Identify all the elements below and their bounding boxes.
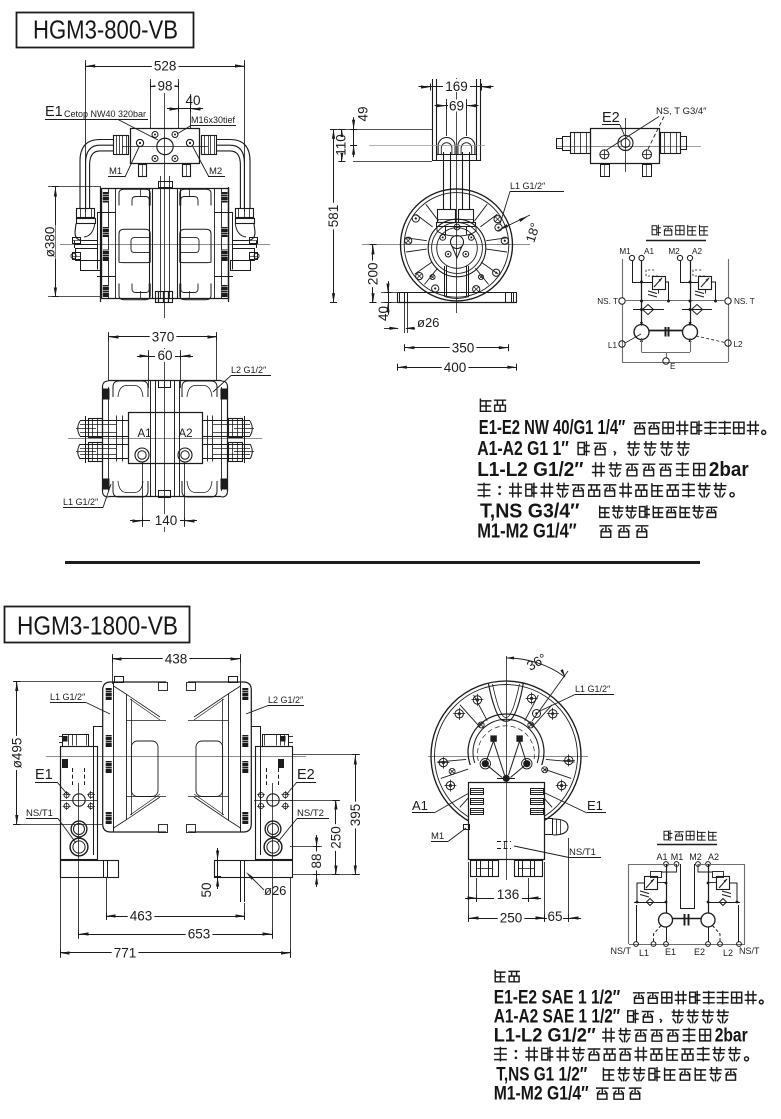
- svg-text:HGM3-1800-VB: HGM3-1800-VB: [17, 611, 178, 641]
- svg-text:NS/T1: NS/T1: [569, 847, 596, 858]
- svg-text:110: 110: [334, 134, 349, 156]
- svg-text:A1: A1: [656, 852, 667, 862]
- svg-text:140: 140: [155, 513, 178, 528]
- svg-text:E2: E2: [602, 110, 620, 126]
- svg-text:NS. T: NS. T: [734, 297, 755, 306]
- svg-text:463: 463: [130, 909, 153, 924]
- svg-text:581: 581: [326, 205, 341, 228]
- svg-text:2bar: 2bar: [715, 1025, 748, 1046]
- svg-text:Cetop NW40 320bar: Cetop NW40 320bar: [64, 109, 146, 119]
- svg-text:350: 350: [452, 340, 475, 355]
- svg-text:A2: A2: [178, 428, 192, 440]
- svg-text:HGM3-800-VB: HGM3-800-VB: [33, 15, 178, 45]
- svg-text:771: 771: [114, 946, 137, 961]
- svg-text:L2 G1/2″: L2 G1/2″: [231, 365, 267, 375]
- svg-text:A1: A1: [644, 247, 654, 256]
- svg-text:60: 60: [157, 348, 172, 363]
- svg-text:E1: E1: [665, 947, 676, 957]
- svg-text:528: 528: [154, 59, 177, 74]
- svg-text:40: 40: [185, 93, 200, 108]
- svg-text:L1: L1: [639, 948, 649, 958]
- svg-text:M1-M2 G1/4″: M1-M2 G1/4″: [477, 521, 577, 543]
- svg-text:E1-E2 NW 40/G1 1/4″: E1-E2 NW 40/G1 1/4″: [479, 417, 626, 439]
- svg-text:A1-A2 SAE 1 1/2″: A1-A2 SAE 1 1/2″: [494, 1006, 621, 1027]
- svg-text:L1 G1/2″: L1 G1/2″: [50, 692, 86, 702]
- svg-text:69: 69: [449, 99, 464, 114]
- svg-text:NS/T: NS/T: [610, 946, 631, 956]
- svg-text:T,NS G3/4″: T,NS G3/4″: [480, 501, 580, 523]
- svg-text:M16x30tief: M16x30tief: [191, 115, 236, 125]
- svg-text:40: 40: [376, 306, 391, 321]
- svg-text:L2 G1/2″: L2 G1/2″: [268, 695, 304, 705]
- svg-text:98: 98: [157, 79, 172, 94]
- svg-text:A2: A2: [692, 247, 702, 256]
- svg-text:A1: A1: [412, 798, 428, 813]
- svg-text:A1-A2 G1 1″: A1-A2 G1 1″: [477, 438, 569, 460]
- svg-text:136: 136: [497, 887, 520, 902]
- svg-text:L1-L2 G1/2″: L1-L2 G1/2″: [494, 1025, 596, 1046]
- svg-text:169: 169: [445, 79, 468, 94]
- svg-text:E1: E1: [35, 767, 53, 783]
- svg-text:18°: 18°: [523, 221, 543, 244]
- svg-text:A1: A1: [137, 428, 151, 440]
- svg-text:L2: L2: [734, 340, 744, 349]
- svg-text:395: 395: [348, 804, 363, 827]
- svg-text:200: 200: [366, 263, 381, 286]
- svg-text:ø380: ø380: [43, 227, 58, 258]
- svg-text:438: 438: [165, 652, 188, 667]
- svg-text:M1: M1: [671, 852, 684, 862]
- svg-text:NS/T1: NS/T1: [26, 808, 53, 819]
- svg-text:ø26: ø26: [264, 883, 286, 898]
- svg-text:250: 250: [500, 911, 523, 926]
- svg-text:50: 50: [199, 882, 214, 897]
- svg-text:E: E: [670, 362, 676, 371]
- svg-text:E1: E1: [45, 104, 63, 120]
- svg-text:L1 G1/2″: L1 G1/2″: [510, 181, 546, 191]
- svg-text:ø26: ø26: [417, 315, 439, 330]
- svg-text:653: 653: [188, 927, 211, 942]
- svg-text:NS. T: NS. T: [597, 297, 618, 306]
- svg-text:L1-L2 G1/2″: L1-L2 G1/2″: [477, 459, 584, 481]
- svg-text:L1 G1/2″: L1 G1/2″: [575, 684, 611, 694]
- svg-text:T,NS G1 1/2″: T,NS G1 1/2″: [496, 1064, 587, 1085]
- svg-text:2bar: 2bar: [709, 459, 749, 481]
- svg-text:370: 370: [152, 330, 175, 345]
- svg-text:88: 88: [309, 853, 324, 868]
- svg-text:NS/T2: NS/T2: [297, 808, 324, 819]
- svg-text:M1: M1: [619, 247, 631, 256]
- svg-text:E1: E1: [587, 798, 603, 813]
- svg-text:M1-M2 G1/4″: M1-M2 G1/4″: [494, 1083, 589, 1104]
- svg-text:400: 400: [444, 360, 467, 375]
- svg-text:E2: E2: [694, 947, 705, 957]
- svg-text:NS/T: NS/T: [739, 946, 760, 956]
- svg-text:L1: L1: [608, 341, 618, 350]
- svg-text:250: 250: [328, 826, 343, 849]
- svg-text:E1-E2 SAE 1 1/2″: E1-E2 SAE 1 1/2″: [494, 987, 621, 1008]
- svg-text:65: 65: [547, 909, 562, 924]
- svg-text:L1 G1/2″: L1 G1/2″: [63, 497, 99, 507]
- svg-text:E2: E2: [297, 767, 315, 783]
- svg-text:M1: M1: [431, 831, 444, 842]
- svg-text:M2: M2: [668, 247, 680, 256]
- svg-text:L2: L2: [723, 948, 733, 958]
- svg-text:M2: M2: [209, 166, 222, 177]
- svg-text:49: 49: [356, 106, 371, 121]
- svg-text:ø495: ø495: [9, 738, 24, 769]
- svg-text:A2: A2: [708, 852, 719, 862]
- svg-text:M2: M2: [689, 852, 702, 862]
- svg-text:M1: M1: [109, 166, 122, 177]
- svg-text:NS, T G3/4″: NS, T G3/4″: [656, 106, 707, 117]
